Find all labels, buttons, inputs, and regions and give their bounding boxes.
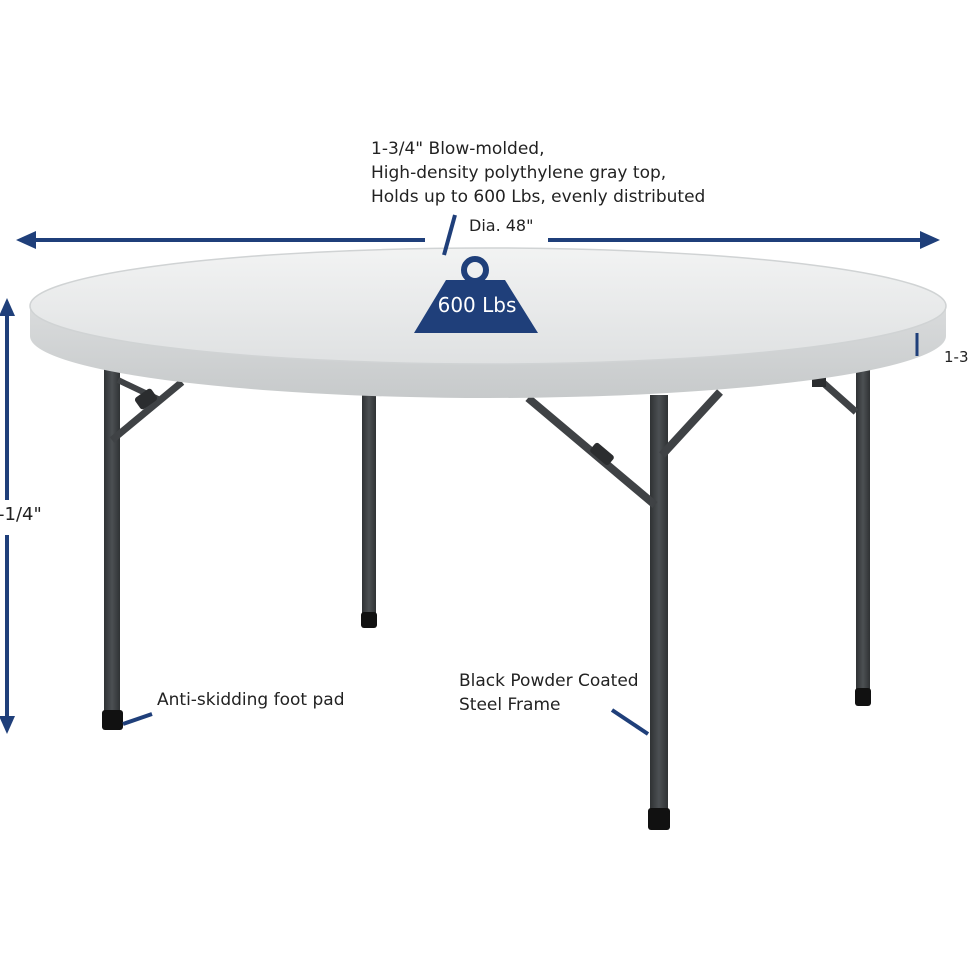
weight-badge-text: 600 Lbs — [437, 293, 517, 317]
foot-pad-label: Anti-skidding foot pad — [157, 690, 345, 710]
front-legs — [102, 365, 723, 830]
frame-label-line-1: Black Powder Coated — [459, 671, 639, 691]
description-pointer — [442, 214, 457, 256]
foot-pad-leader — [122, 712, 153, 726]
top-description-line-2: High-density polythylene gray top, — [371, 163, 667, 183]
frame-label: Black Powder Coated Steel Frame — [459, 669, 639, 717]
height-label: -1/4" — [0, 504, 42, 525]
weight-icon — [414, 256, 538, 333]
frame-label-line-2: Steel Frame — [459, 695, 561, 715]
table-top — [29, 247, 947, 398]
top-description-line-1: 1-3/4" Blow-molded, — [371, 139, 545, 159]
back-legs — [361, 370, 871, 706]
thickness-label: 1-3 — [944, 348, 969, 366]
top-description-line-3: Holds up to 600 Lbs, evenly distributed — [371, 187, 706, 207]
diameter-label: Dia. 48" — [469, 216, 534, 235]
top-description: 1-3/4" Blow-molded, High-density polythy… — [371, 137, 705, 209]
diameter-arrow — [16, 231, 940, 249]
frame-leader — [610, 708, 650, 736]
height-arrow — [0, 298, 15, 734]
